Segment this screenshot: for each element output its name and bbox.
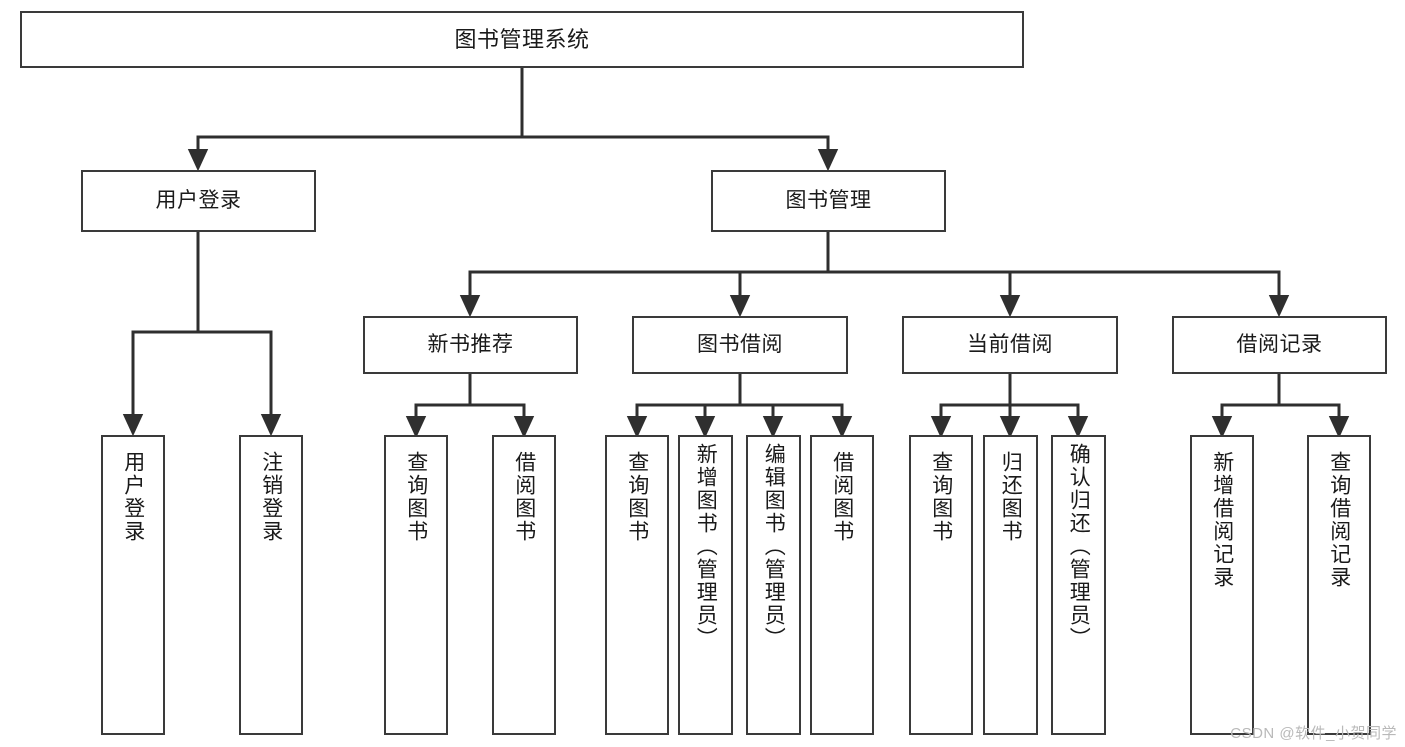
node-current-borrow[interactable]: 当前借阅 — [902, 316, 1118, 374]
node-leaf-user-login[interactable]: 用户登录 — [101, 435, 165, 735]
node-leaf-query-book-1-label: 查询图书 — [404, 451, 428, 543]
node-leaf-return-book-label: 归还图书 — [999, 451, 1023, 543]
node-leaf-confirm-return-label: 确认归还（管理员） — [1067, 443, 1091, 650]
node-leaf-logout-login-label: 注销登录 — [259, 451, 283, 543]
node-leaf-user-login-label: 用户登录 — [121, 451, 145, 543]
node-new-book-recommend[interactable]: 新书推荐 — [363, 316, 578, 374]
node-leaf-borrow-book-1[interactable]: 借阅图书 — [492, 435, 556, 735]
node-leaf-query-borrow-record-label: 查询借阅记录 — [1327, 451, 1351, 589]
node-leaf-borrow-book-2[interactable]: 借阅图书 — [810, 435, 874, 735]
node-leaf-borrow-book-2-label: 借阅图书 — [830, 451, 854, 543]
node-leaf-confirm-return[interactable]: 确认归还（管理员） — [1051, 435, 1106, 735]
node-current-borrow-label: 当前借阅 — [967, 332, 1053, 356]
node-borrow-record-label: 借阅记录 — [1236, 332, 1323, 356]
node-book-borrow-label: 图书借阅 — [697, 332, 783, 356]
node-book-management-label: 图书管理 — [785, 188, 872, 212]
node-leaf-return-book[interactable]: 归还图书 — [983, 435, 1038, 735]
node-leaf-borrow-book-1-label: 借阅图书 — [512, 451, 536, 543]
node-leaf-query-book-2[interactable]: 查询图书 — [605, 435, 669, 735]
node-leaf-query-borrow-record[interactable]: 查询借阅记录 — [1307, 435, 1371, 735]
node-leaf-query-book-2-label: 查询图书 — [625, 451, 649, 543]
node-new-book-recommend-label: 新书推荐 — [427, 332, 514, 356]
node-leaf-add-book-label: 新增图书（管理员） — [694, 443, 718, 650]
node-user-login[interactable]: 用户登录 — [81, 170, 316, 232]
node-leaf-query-book-1[interactable]: 查询图书 — [384, 435, 448, 735]
node-leaf-add-borrow-record-label: 新增借阅记录 — [1210, 451, 1234, 589]
node-borrow-record[interactable]: 借阅记录 — [1172, 316, 1387, 374]
node-leaf-query-book-3[interactable]: 查询图书 — [909, 435, 973, 735]
node-leaf-query-book-3-label: 查询图书 — [929, 451, 953, 543]
node-leaf-logout-login[interactable]: 注销登录 — [239, 435, 303, 735]
node-book-management[interactable]: 图书管理 — [711, 170, 946, 232]
node-leaf-edit-book[interactable]: 编辑图书（管理员） — [746, 435, 801, 735]
node-leaf-edit-book-label: 编辑图书（管理员） — [762, 443, 786, 650]
node-book-borrow[interactable]: 图书借阅 — [632, 316, 848, 374]
node-root[interactable]: 图书管理系统 — [20, 11, 1024, 68]
node-user-login-label: 用户登录 — [155, 188, 242, 212]
node-leaf-add-borrow-record[interactable]: 新增借阅记录 — [1190, 435, 1254, 735]
watermark-text: CSDN @软件_小贺同学 — [1230, 725, 1397, 742]
node-root-label: 图书管理系统 — [454, 26, 590, 52]
node-leaf-add-book[interactable]: 新增图书（管理员） — [678, 435, 733, 735]
